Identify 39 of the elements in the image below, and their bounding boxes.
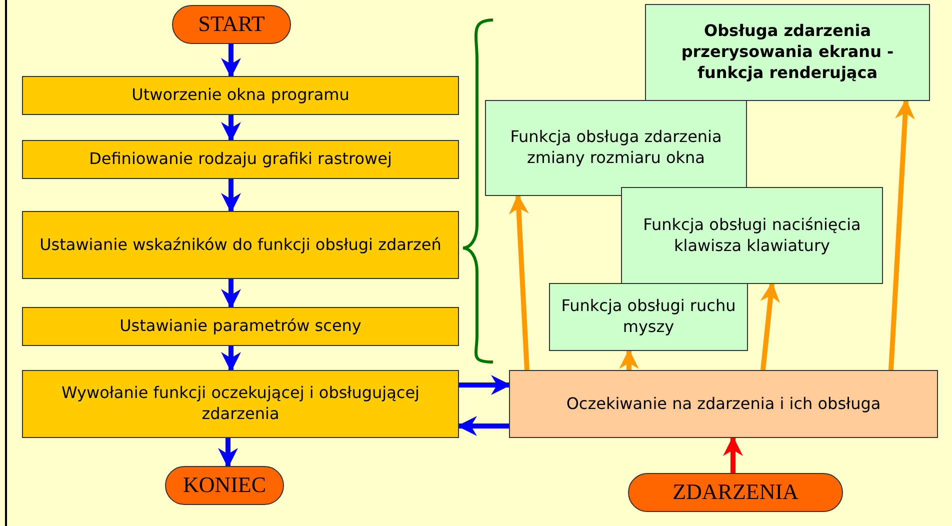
node-label: Funkcja obsługa zdarzenia zmiany rozmiaru okna	[509, 127, 723, 169]
node-label: ZDARZENIA	[672, 478, 800, 506]
arrow	[760, 282, 780, 370]
process-box	[22, 307, 459, 346]
arrow	[221, 44, 241, 78]
node-label: Ustawianie parametrów sceny	[118, 316, 362, 337]
function-box	[621, 187, 883, 284]
arrow	[508, 194, 530, 370]
function-box	[549, 283, 748, 351]
node-label: Oczekiwanie na zdarzenia i ich obsługa	[565, 394, 882, 414]
end-terminal	[165, 466, 284, 505]
arrow	[459, 375, 511, 395]
process-box	[22, 370, 459, 438]
function-box	[645, 4, 930, 101]
arrow	[619, 349, 639, 370]
node-label: Ustawianie wskaźników do funkcji obsługi zdarzeń	[38, 234, 442, 256]
arrow	[457, 416, 509, 436]
node-label: Definiowanie rodzaju grafiki rastrowej	[88, 149, 393, 170]
arrow	[888, 99, 915, 370]
event-terminal	[628, 473, 843, 512]
process-box	[22, 76, 459, 115]
function-box	[485, 100, 747, 196]
arrow	[221, 179, 241, 213]
event-loop-box	[509, 370, 938, 438]
node-label: Funkcja obsługi ruchu myszy	[560, 296, 737, 338]
arrow	[218, 438, 238, 468]
arrow	[723, 436, 743, 473]
arrow	[221, 279, 241, 309]
process-box	[22, 140, 459, 179]
node-label: Funkcja obsługi naciśnięcia klawisza klawiatury	[642, 214, 862, 256]
node-label: Obsługa zdarzenia przerysowania ekranu - funkcja renderująca	[680, 21, 895, 84]
node-label: START	[197, 10, 266, 38]
start-terminal	[172, 5, 291, 44]
arrow	[221, 115, 241, 142]
arrow	[221, 346, 241, 372]
node-label: Wywołanie funkcji oczekującej i obsługującej zdarzenia	[60, 383, 420, 425]
node-label: Utworzenie okna programu	[130, 85, 350, 106]
node-label: KONIEC	[182, 471, 268, 500]
process-box	[22, 211, 459, 279]
